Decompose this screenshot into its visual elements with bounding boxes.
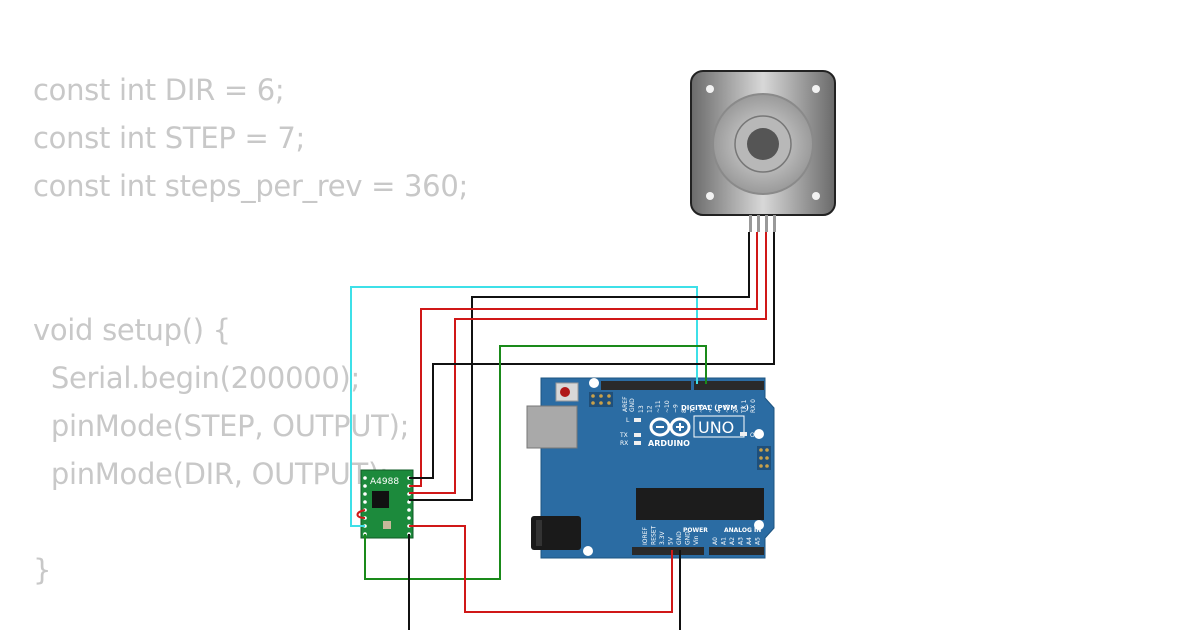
reset-button-cap [560,387,570,397]
digital-header-low [694,381,764,390]
led-rx [634,441,641,445]
code-line: pinMode(STEP, OUTPUT); [33,409,410,443]
gnd-label: GND [629,398,636,412]
digital-pin-label: RX 0 [750,399,757,413]
analog-header [709,547,764,555]
wire-green-dir [364,345,707,580]
wire-red-motor-3 [409,232,767,494]
digital-pin-label: 2 [733,409,740,413]
digital-pin-label: ~11 [655,400,662,413]
analog-pin-label: A3 [738,537,745,545]
arduino-brand: ARDUINO [648,439,690,448]
digital-pin-label: 8 [681,409,688,413]
atmega-chip [636,488,764,520]
uno-label: UNO [698,418,734,437]
analog-in-label: ANALOG IN [724,527,761,534]
a4988-driver[interactable]: A4988 [360,469,414,539]
led-tx-label: TX [619,432,628,439]
power-jack-lip [536,520,542,546]
code-line: pinMode(DIR, OUTPUT); [33,457,389,491]
digital-pin-label: 13 [638,405,645,413]
usb-port [526,405,578,449]
code-line: const int steps_per_rev = 360; [33,169,468,203]
led-l [634,418,641,422]
mounting-hole [583,546,593,556]
mounting-hole [754,429,764,439]
motor-shaft [747,128,779,160]
motor-pin [765,215,768,232]
arduino-infinity-logo [649,417,691,437]
digital-header-high [601,381,691,390]
wires [350,232,775,630]
power-jack [531,516,581,550]
motor-pin [749,215,752,232]
digital-pin-label: ~6 [698,404,705,413]
wire-black-motor-4 [409,232,775,479]
digital-pin-label: ~9 [672,404,679,413]
wire-red-vcc [409,525,673,613]
code-text: const int DIR = 6; const int STEP = 7; c… [33,66,468,594]
analog-pin-label: A2 [729,537,736,545]
motor-screw [812,85,820,93]
power-header [632,547,704,555]
power-pin-label: RESET [651,525,658,545]
power-label: POWER [683,527,708,534]
driver-label: A4988 [370,477,399,487]
code-line: const int STEP = 7; [33,121,305,155]
digital-pin-label: 12 [647,405,654,413]
analog-pin-label: A0 [712,537,719,545]
stepper-motor[interactable] [690,70,836,232]
motor-screw [812,192,820,200]
digital-pin-label: 4 [715,409,722,413]
power-pin-label: Vin [693,535,700,545]
wire-red-reset-loop [356,509,366,519]
icsp2-header [757,446,771,470]
led-on [740,432,747,436]
led-rx-label: RX [620,440,628,447]
code-line: Serial.begin(200000); [33,361,361,395]
driver-potentiometer [383,521,391,529]
digital-pin-label: 7 [690,409,697,413]
wire-black-motor-1 [409,232,750,501]
uno-box [693,415,745,438]
motor-screw [706,85,714,93]
driver-chip [372,491,389,508]
code-line: const int DIR = 6; [33,73,285,107]
analog-pin-label: A1 [721,537,728,545]
code-line: } [33,553,52,587]
digital-pin-label: TX 1 [741,399,748,414]
code-line: void setup() { [33,313,231,347]
power-pin-label: GND [685,531,692,545]
led-l-label: L [626,417,630,424]
power-pin-label: IOREF [642,527,649,545]
motor-pin [773,215,776,232]
mounting-hole [754,520,764,530]
power-pin-label: GND [676,531,683,545]
motor-pin [757,215,760,232]
mounting-hole [589,378,599,388]
icsp-header [589,392,613,407]
power-pin-label: 3.3V [659,530,666,545]
power-pin-label: 5V [668,536,675,545]
led-tx [634,433,641,437]
aref-label: AREF [622,396,629,412]
digital-pin-label: ~10 [664,400,671,413]
analog-pin-label: A4 [746,537,753,545]
digital-pin-label: ~3 [724,404,731,413]
motor-screw [706,192,714,200]
analog-pin-label: A5 [755,537,762,545]
digital-pin-label: ~5 [707,404,714,413]
wire-red-motor-2 [409,232,758,487]
digital-pwm-label: DIGITAL (PWM ~) [681,404,749,412]
on-label: ON [750,432,759,439]
